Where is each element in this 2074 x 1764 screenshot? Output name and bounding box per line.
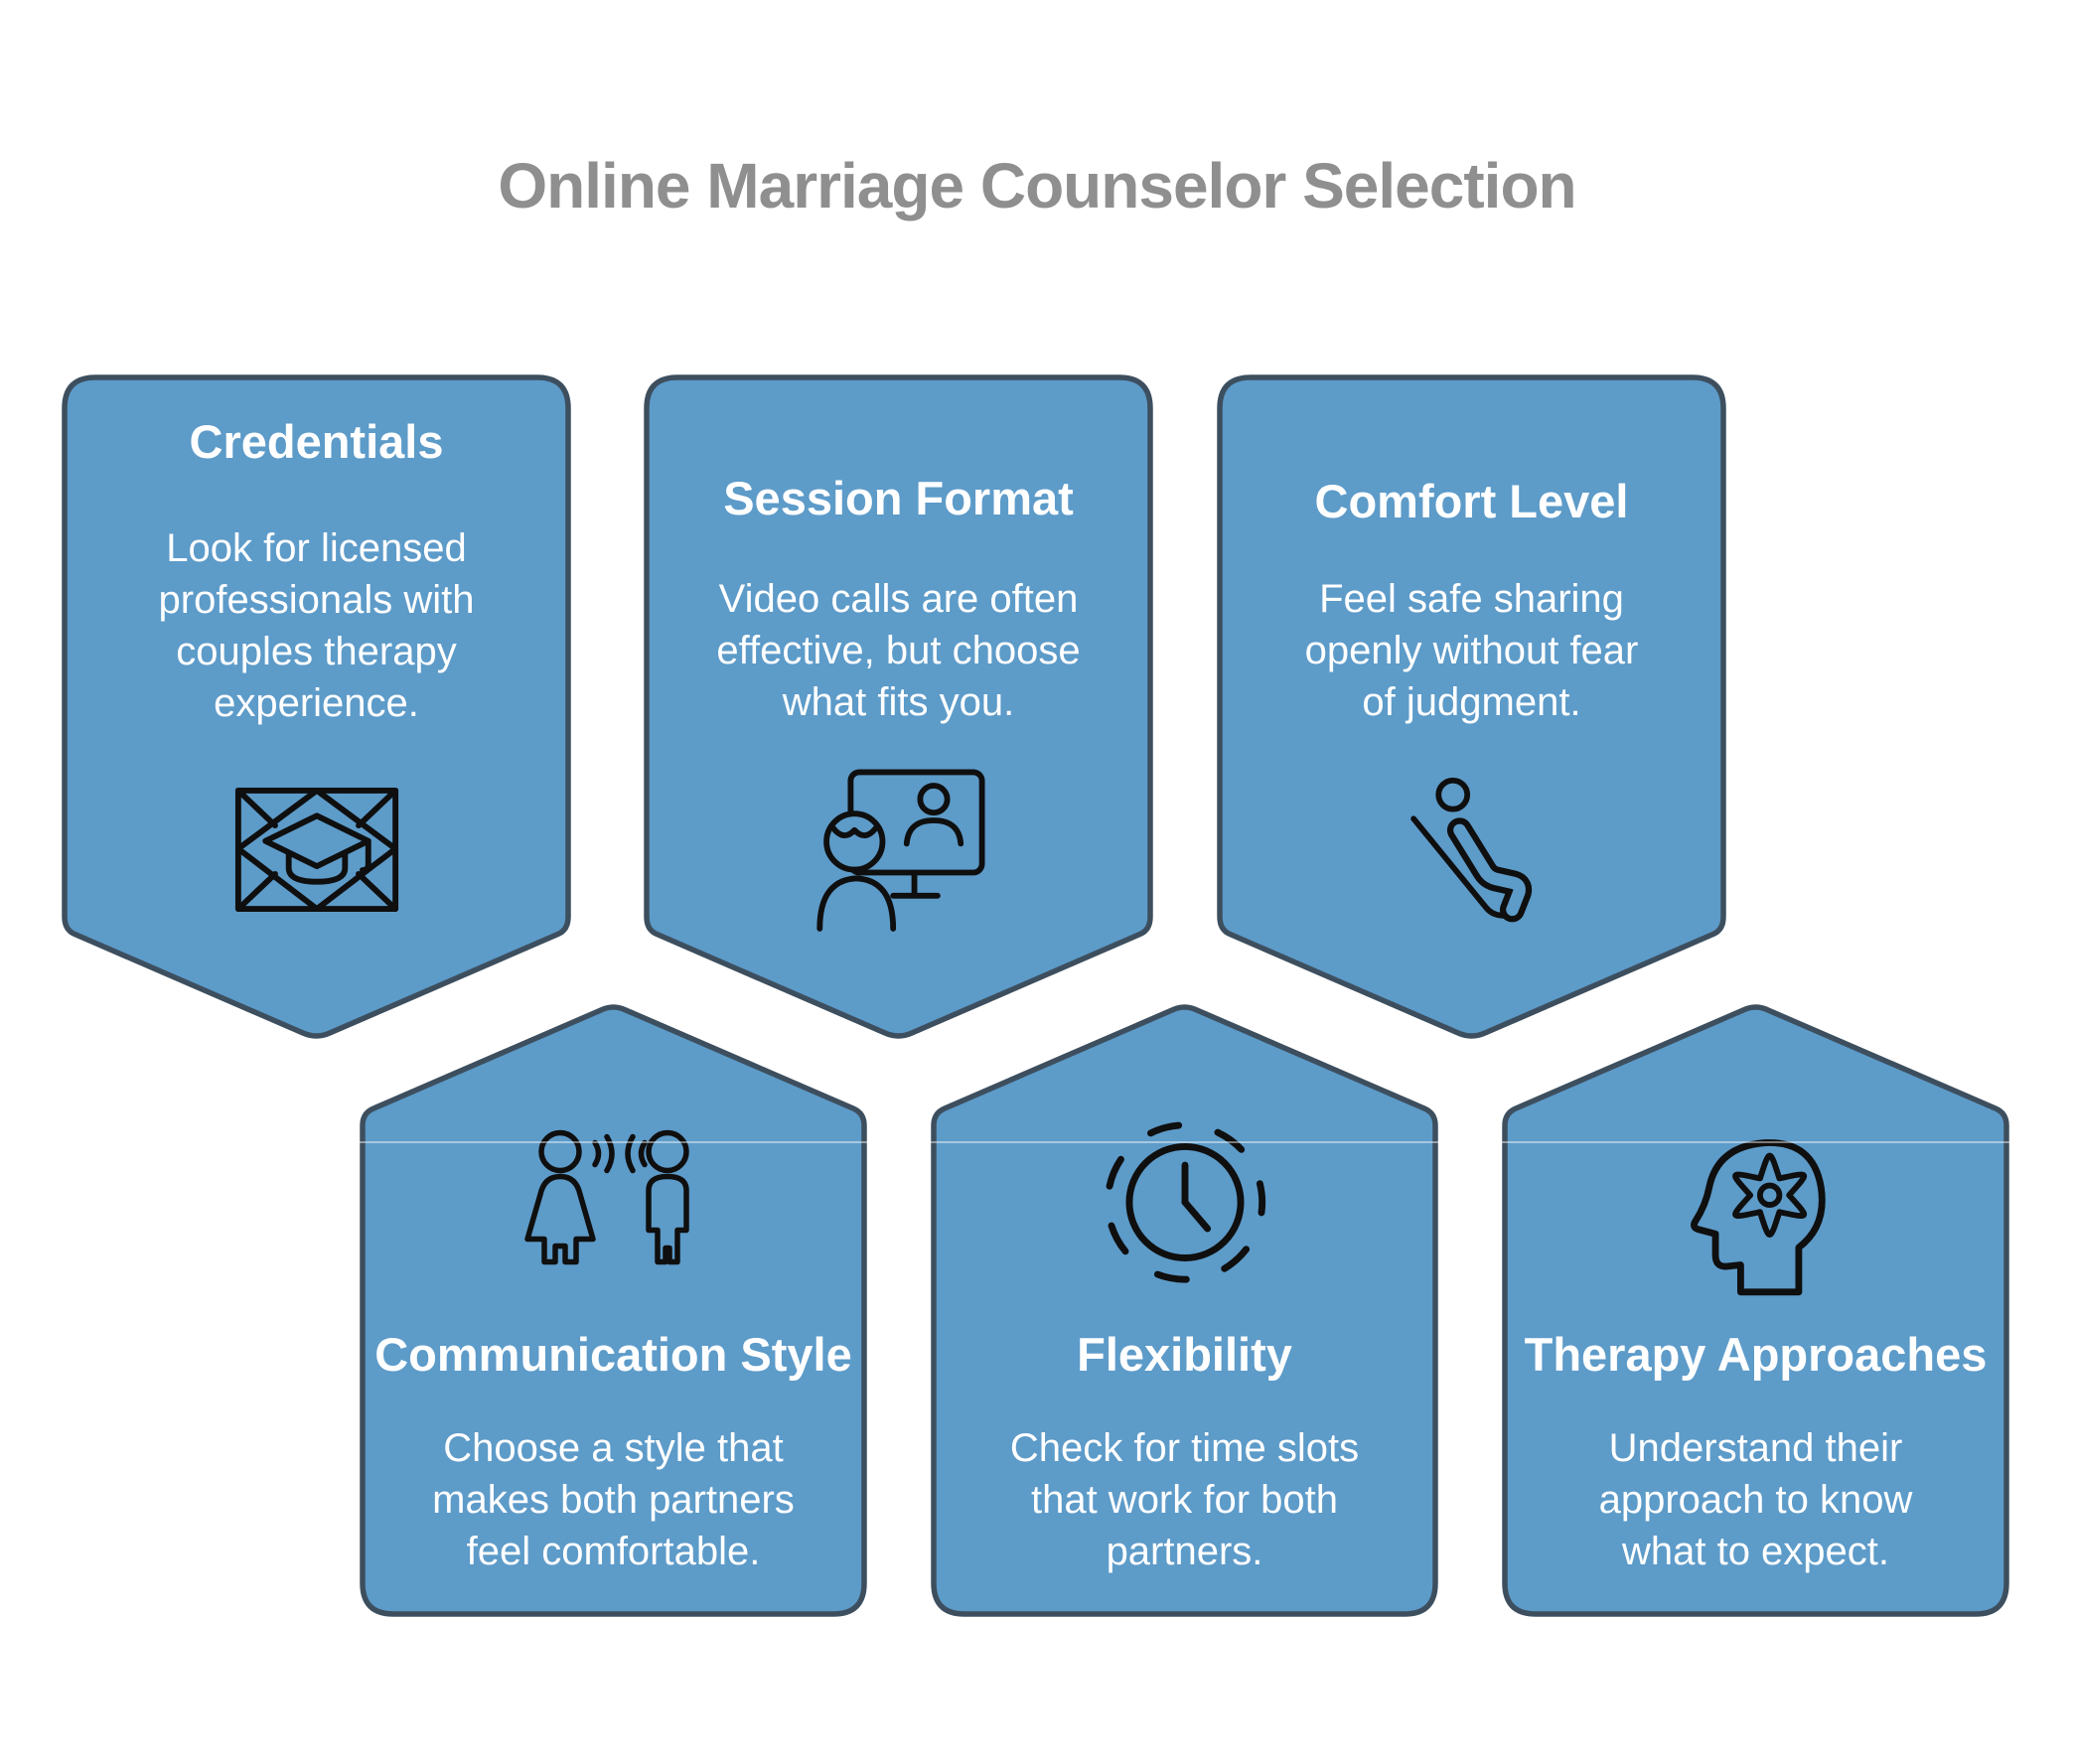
card-shape-pointer-up: [931, 1004, 1438, 1617]
card-session-format: Session Format Video calls are often eff…: [644, 374, 1153, 1041]
card-shape-pointer-down: [644, 374, 1153, 1039]
card-flexibility: Flexibility Check for time slots that wo…: [931, 1001, 1438, 1617]
card-shape-pointer-up: [360, 1004, 867, 1617]
page-title: Online Marriage Counselor Selection: [498, 150, 1576, 221]
card-title: Credentials: [189, 415, 444, 468]
two-people-talking-icon: [523, 1119, 704, 1283]
image-seam-line: [0, 1141, 2074, 1143]
card-body: Video calls are often effective, but cho…: [716, 577, 1081, 724]
card-shape-pointer-up: [1502, 1004, 2009, 1617]
card-communication-style: Communication Style Choose a style that …: [360, 1001, 867, 1617]
graduation-certificate-icon: [231, 787, 401, 918]
head-gear-icon: [1679, 1117, 1834, 1302]
card-title: Comfort Level: [1314, 475, 1629, 527]
card-body: Look for licensed professionals with cou…: [158, 526, 475, 725]
clock-icon: [1096, 1111, 1274, 1292]
card-title: Therapy Approaches: [1524, 1328, 1988, 1381]
card-comfort-level: Comfort Level Feel safe sharing openly w…: [1217, 374, 1726, 1041]
card-title: Session Format: [723, 472, 1074, 524]
card-shape-pointer-down: [1217, 374, 1726, 1039]
card-shape-pointer-down: [62, 374, 571, 1039]
card-body: Understand their approach to know what t…: [1598, 1426, 1913, 1573]
card-body: Feel safe sharing openly without fear of…: [1304, 577, 1639, 724]
card-therapy-approaches: Therapy Approaches Understand their appr…: [1502, 1001, 2009, 1617]
card-credentials: Credentials Look for licensed profession…: [62, 374, 571, 1041]
reclining-person-icon: [1405, 773, 1539, 939]
video-call-icon: [812, 765, 985, 952]
card-title: Flexibility: [1077, 1328, 1292, 1381]
card-body: Check for time slots that work for both …: [1009, 1426, 1360, 1573]
card-body: Choose a style that makes both partners …: [432, 1426, 795, 1573]
card-title: Communication Style: [374, 1328, 852, 1381]
